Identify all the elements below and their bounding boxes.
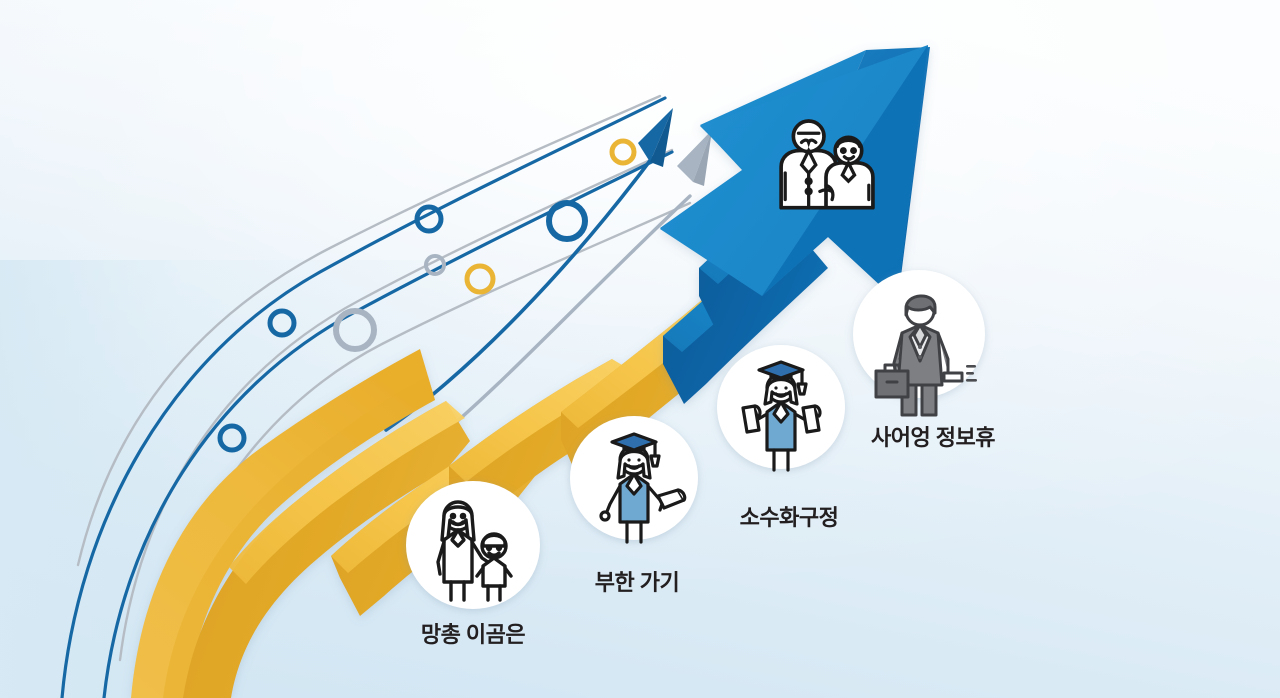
decor-ring-5	[464, 263, 496, 295]
label-graduate: 부한 가기	[594, 570, 680, 595]
decor-ring-3	[414, 204, 444, 234]
ribbon-yellow-seg1-top	[229, 401, 465, 584]
milestone-graduate[interactable]	[570, 416, 698, 544]
milestone-higher-degree[interactable]	[717, 345, 845, 472]
decor-ring-7	[333, 308, 377, 352]
decor-ring-6	[267, 308, 297, 338]
label-career: 사어엉 정보휴	[870, 425, 996, 450]
graduate-two-diplomas-icon	[741, 360, 822, 472]
elderly-couple-icon	[779, 119, 875, 210]
ribbon-blue	[660, 45, 930, 404]
ribbon-yellow-seg4-top	[449, 359, 634, 482]
decor-ring-1	[609, 138, 637, 166]
decor-ring-4	[424, 254, 446, 276]
mother-and-child-icon	[436, 500, 513, 602]
graduate-with-diploma-icon	[599, 432, 687, 544]
businessman-icon	[874, 294, 977, 417]
milestone-career[interactable]	[853, 270, 985, 417]
milestone-family[interactable]	[406, 481, 540, 609]
decor-ring-8	[217, 423, 247, 453]
label-family: 망총 이곰은	[420, 622, 526, 647]
decorative-circles	[217, 138, 637, 453]
label-higher-degree: 소수화구정	[739, 505, 839, 530]
ribbon-yellow-seg1-front	[183, 401, 470, 698]
decor-ring-2	[546, 200, 588, 242]
